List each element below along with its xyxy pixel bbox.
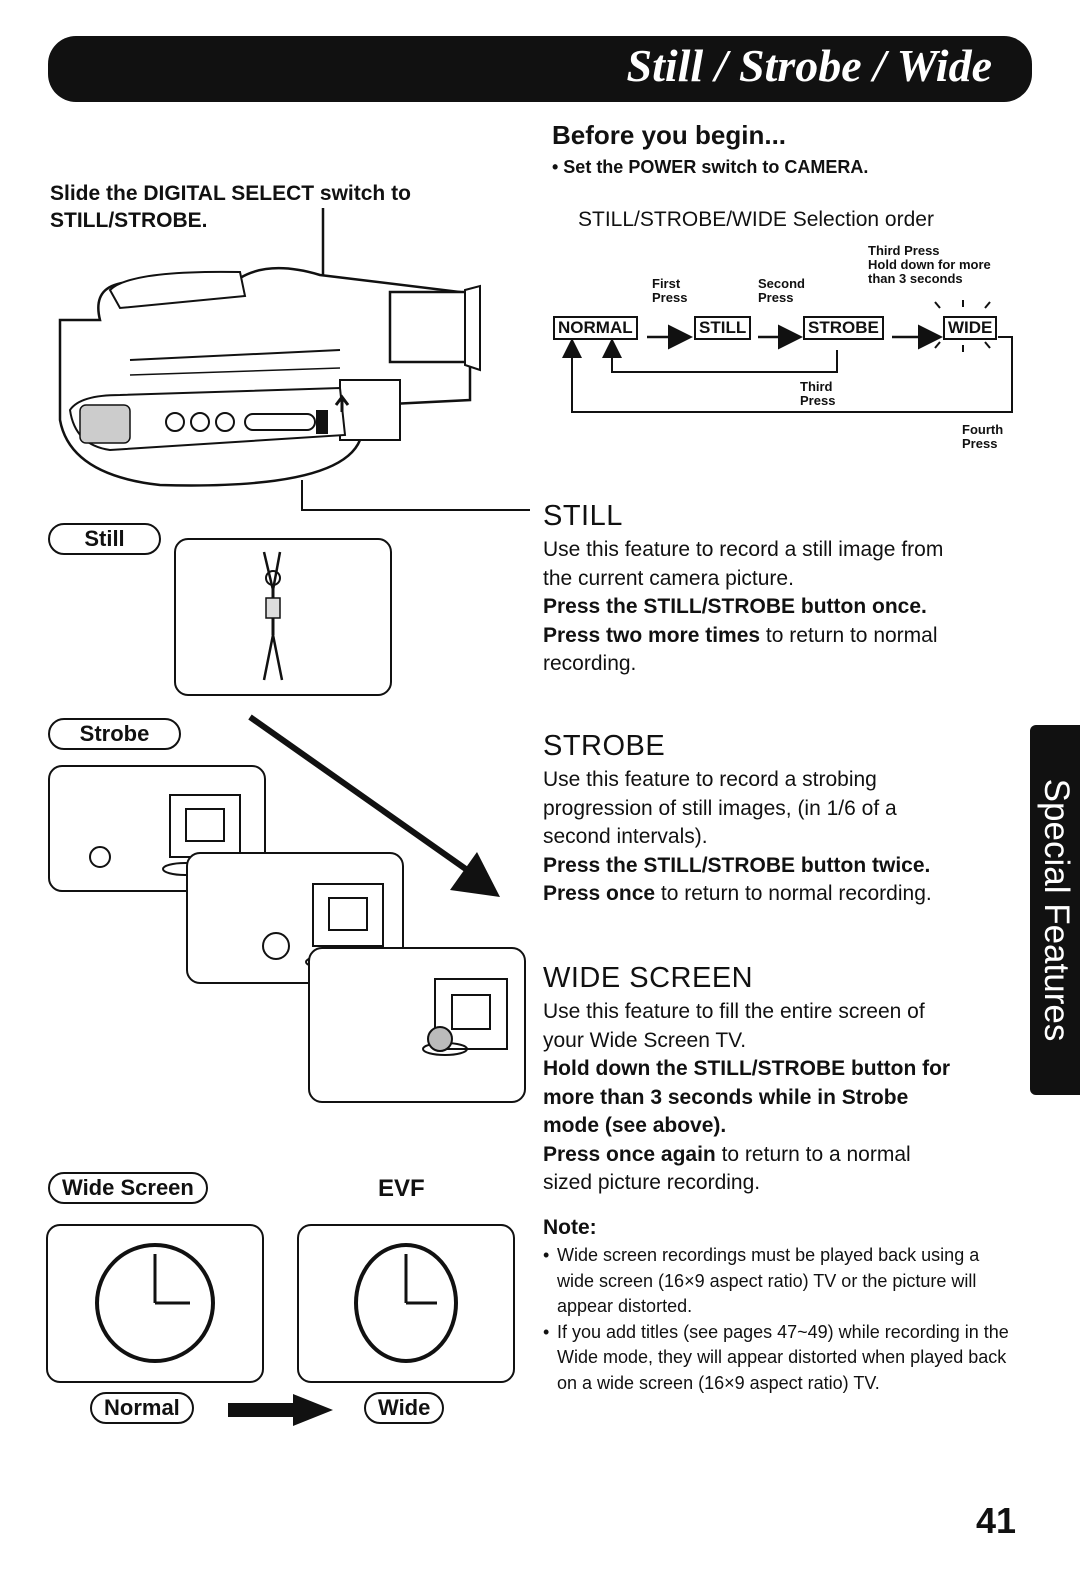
- instruction-line: STILL/STROBE.: [50, 209, 208, 232]
- second-press-line: Second: [758, 276, 805, 291]
- flow-box-still: STILL: [694, 316, 752, 340]
- basketball-player-image: [262, 551, 284, 681]
- third-press-line: Hold down for more: [868, 257, 991, 272]
- strobe-arrow: [248, 714, 500, 897]
- third-press-line: than 3 seconds: [868, 271, 963, 286]
- strobe-body: Use this feature to record a strobing pr…: [543, 766, 1023, 909]
- strobe-text-line: second intervals).: [543, 825, 708, 848]
- fourth-press-line: Press: [962, 436, 998, 451]
- still-label: Still: [48, 523, 161, 555]
- strobe-instruction-twice: Press the STILL/STROBE button twice.: [543, 853, 931, 877]
- note-item: If you add titles (see pages 47~49) whil…: [541, 1320, 1011, 1397]
- still-frame: [174, 538, 392, 696]
- wide-bold-line: Hold down the STILL/STROBE button for: [543, 1057, 951, 1080]
- strobe-text-line: Use this feature to record a strobing: [543, 768, 877, 791]
- strobe-tail: to return to normal recording.: [655, 882, 932, 905]
- note-list: Wide screen recordings must be played ba…: [541, 1243, 1011, 1396]
- second-press-line: Press: [758, 290, 794, 305]
- wide-press-once-again: Press once again to return to a normal: [543, 1141, 1023, 1170]
- wide-tail: to return to a normal: [715, 1142, 911, 1166]
- third-press-label: Third Press: [800, 380, 835, 408]
- strobe-label: Strobe: [48, 718, 181, 750]
- wide-tail-line: sized picture recording.: [543, 1171, 761, 1194]
- wide-bold-phrase: Press once again: [543, 1142, 716, 1166]
- first-press-line: First: [652, 276, 681, 291]
- strobe-text-line: progression of still images, (in 1/6 of …: [543, 796, 897, 820]
- normal-label: Normal: [90, 1392, 194, 1424]
- switch-instruction: Slide the DIGITAL SELECT switch to STILL…: [50, 180, 411, 234]
- still-text-line: the current camera picture.: [543, 566, 794, 590]
- wide-clock-frame: [297, 1224, 515, 1383]
- wide-text-line: Use this feature to fill the entire scre…: [543, 1000, 925, 1023]
- first-press-line: Press: [652, 290, 688, 305]
- fourth-press-label: Fourth Press: [962, 423, 1003, 451]
- wide-text-line: your Wide Screen TV.: [543, 1028, 747, 1052]
- normal-to-wide-arrow: [228, 1394, 333, 1426]
- wide-body: Use this feature to fill the entire scre…: [543, 998, 1023, 1198]
- strobe-frame-3: [308, 947, 526, 1103]
- selection-title: STILL/STROBE/WIDE Selection order: [578, 208, 934, 231]
- section-tab: Special Features: [1030, 725, 1080, 1095]
- evf-label: EVF: [378, 1175, 425, 1202]
- section-tab-label: Special Features: [1037, 778, 1076, 1042]
- still-bold-phrase: Press two more times: [543, 623, 761, 647]
- page-title: Still / Strobe / Wide: [626, 40, 992, 91]
- selection-flow-arrows: [562, 300, 1013, 413]
- instruction-line: Slide the DIGITAL SELECT switch to: [50, 182, 411, 205]
- wide-screen-label: Wide Screen: [48, 1172, 208, 1204]
- still-instruction-more: Press two more times to return to normal: [543, 622, 1023, 651]
- hoop-image: [422, 978, 508, 1056]
- still-tail: to return to normal: [760, 623, 938, 647]
- strobe-bold-phrase: Press once: [543, 882, 656, 905]
- title-bar: Still / Strobe / Wide: [48, 36, 1032, 102]
- note-item: Wide screen recordings must be played ba…: [541, 1243, 1011, 1320]
- still-tail-line: recording.: [543, 652, 637, 675]
- third-press-bottom-line: Third: [800, 379, 833, 394]
- normal-clock-frame: [46, 1224, 264, 1383]
- before-bullet: • Set the POWER switch to CAMERA.: [552, 157, 869, 177]
- before-heading: Before you begin...: [552, 120, 787, 150]
- second-press-label: Second Press: [758, 277, 805, 305]
- third-press-line: Third Press: [868, 243, 940, 258]
- still-instruction-once: Press the STILL/STROBE button once.: [543, 595, 927, 618]
- still-body: Use this feature to record a still image…: [543, 536, 1023, 679]
- still-heading: STILL: [543, 500, 623, 532]
- wide-heading: WIDE SCREEN: [543, 962, 754, 994]
- clock-image: [95, 1243, 215, 1363]
- camcorder-illustration: [58, 208, 530, 511]
- flow-box-wide: WIDE: [943, 316, 998, 340]
- first-press-label: First Press: [652, 277, 687, 305]
- strobe-heading: STROBE: [543, 730, 666, 762]
- third-press-hold-label: Third Press Hold down for more than 3 se…: [868, 244, 991, 286]
- wide-bold-line: more than 3 seconds while in Strobe: [543, 1085, 909, 1109]
- still-text-line: Use this feature to record a still image…: [543, 538, 944, 561]
- flow-box-strobe: STROBE: [803, 316, 884, 340]
- wide-label: Wide: [364, 1392, 445, 1424]
- clock-image: [354, 1243, 458, 1363]
- wide-bold-line: mode (see above).: [543, 1114, 727, 1137]
- page-number: 41: [976, 1500, 1017, 1541]
- note-heading: Note:: [543, 1216, 597, 1239]
- third-press-bottom-line: Press: [800, 393, 836, 408]
- strobe-instruction-once: Press once to return to normal recording…: [543, 880, 1023, 909]
- flow-box-normal: NORMAL: [553, 316, 638, 340]
- fourth-press-line: Fourth: [962, 422, 1004, 437]
